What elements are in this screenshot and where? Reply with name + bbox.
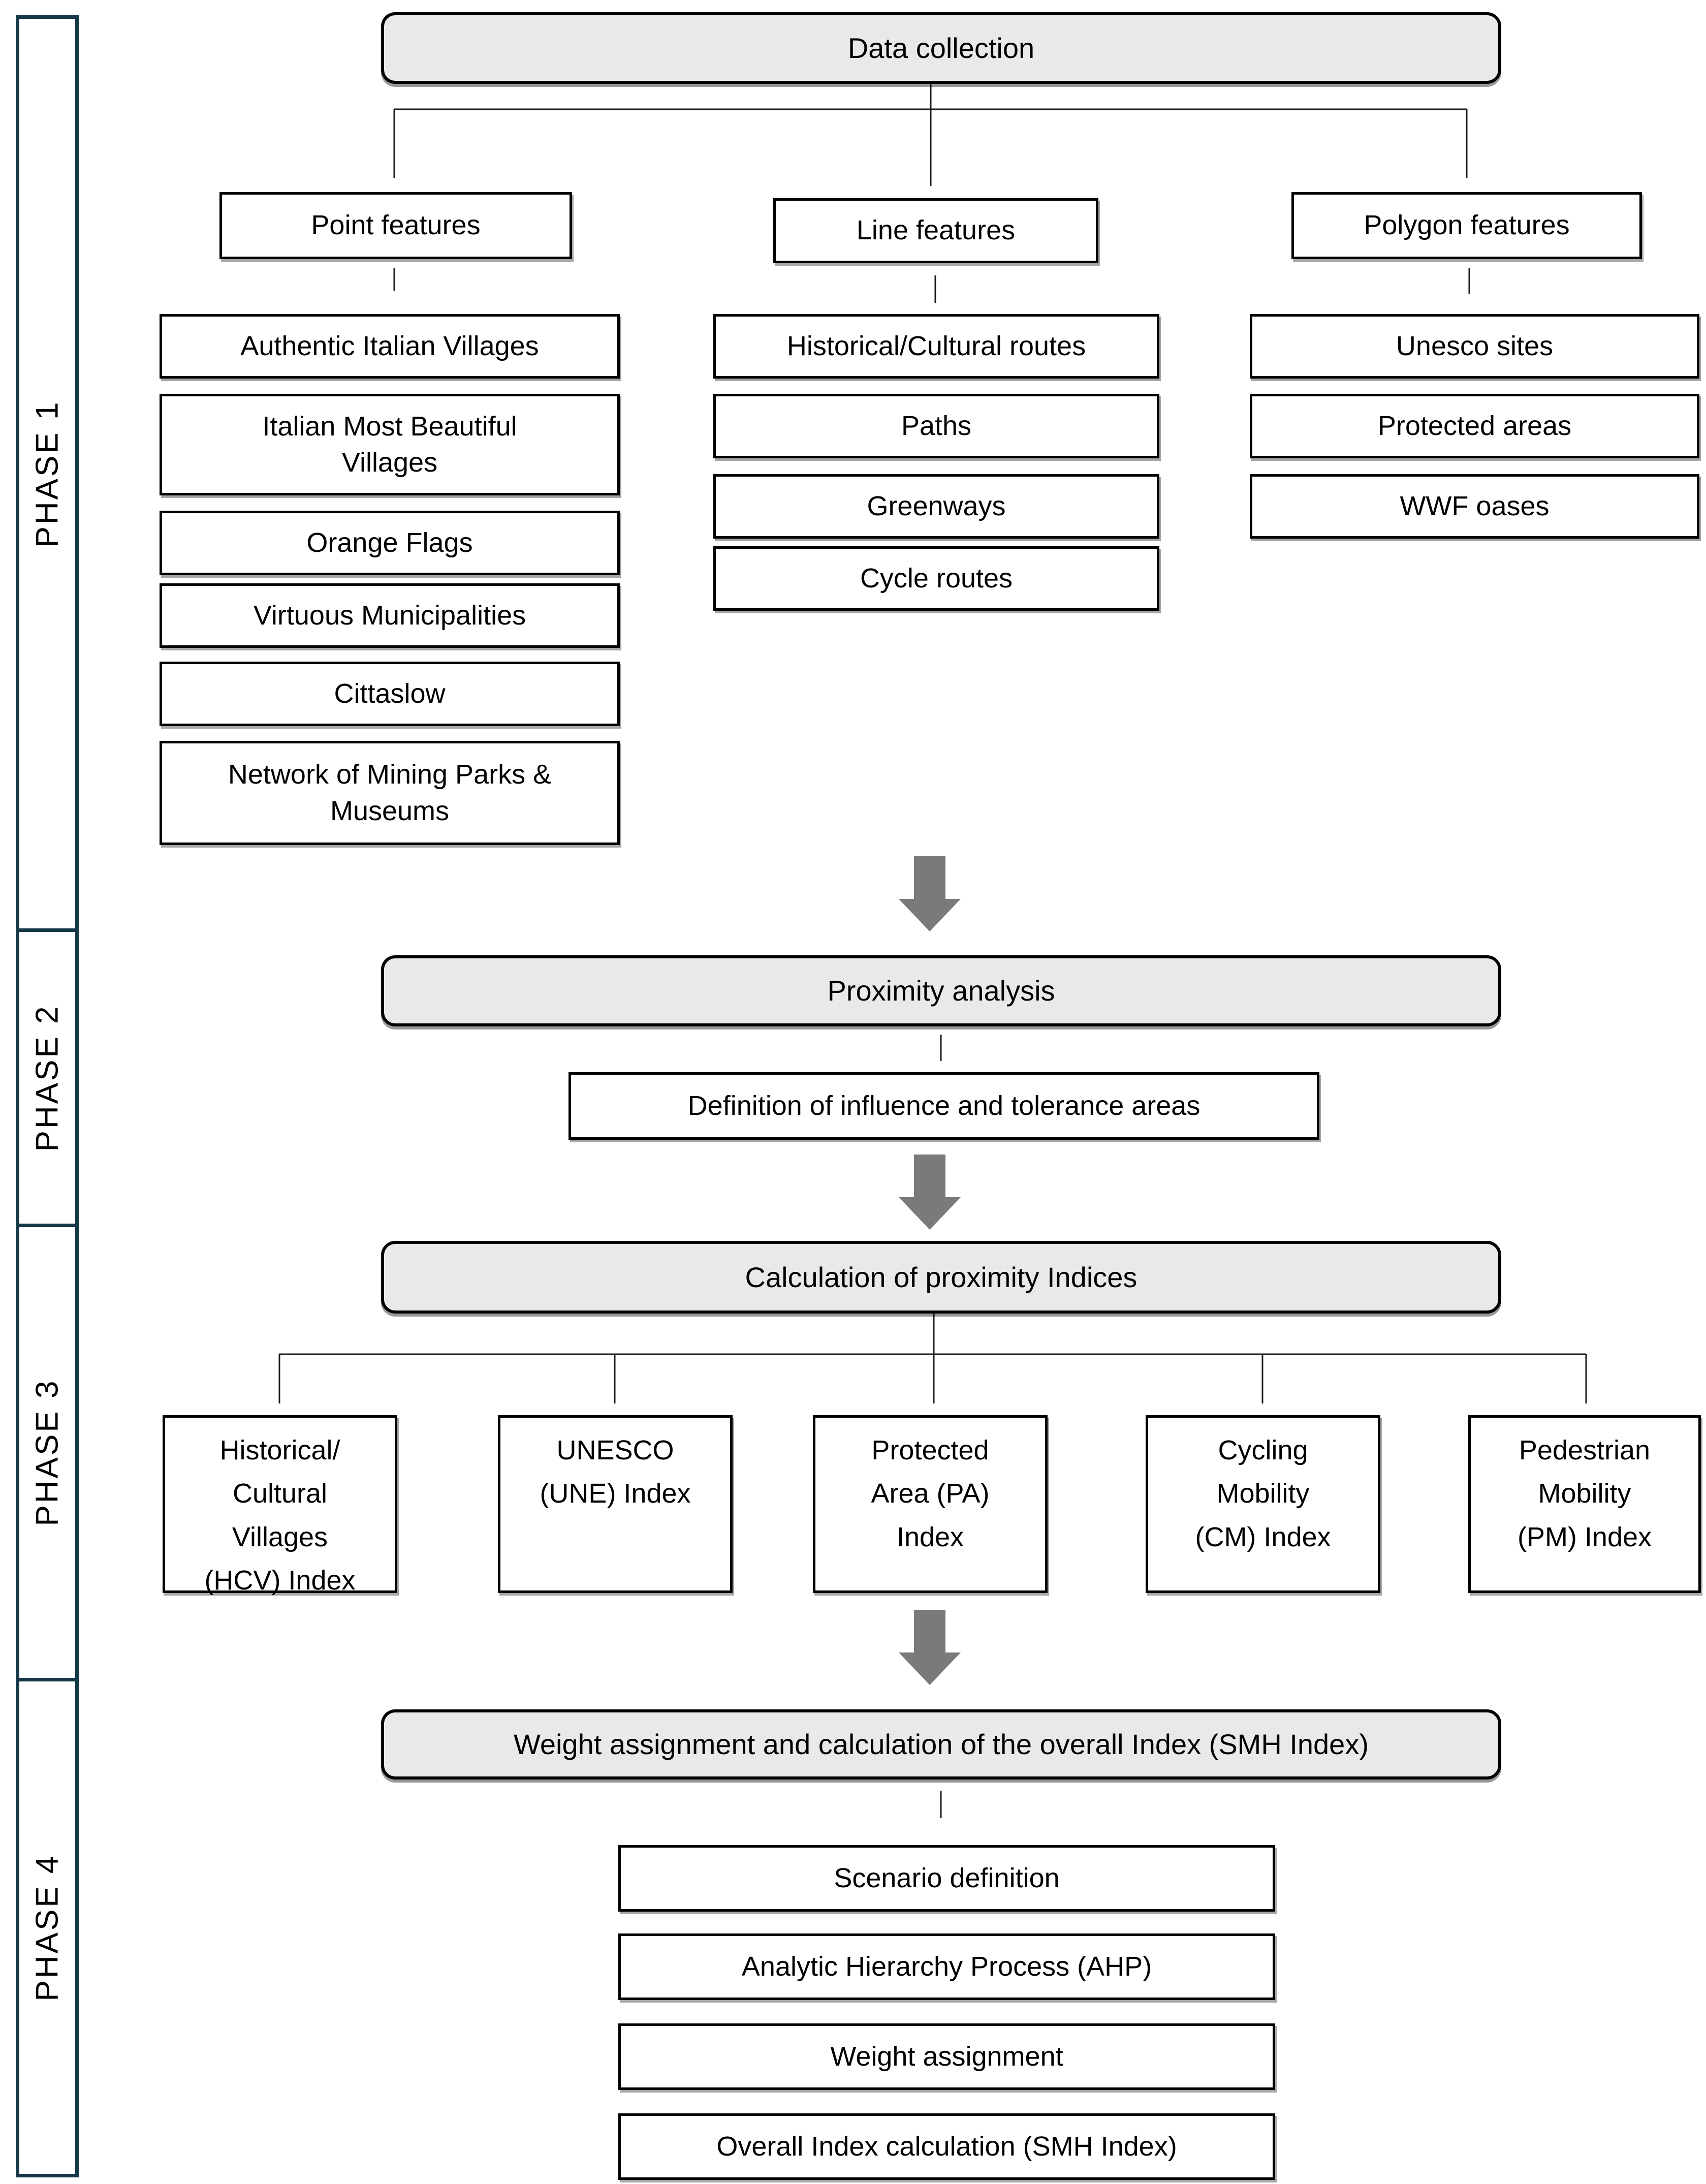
down-arrow-phase2 — [899, 856, 961, 931]
step-overall-index-calculation: Overall Index calculation (SMH Index) — [618, 2113, 1275, 2180]
phase-3-label: PHASE 3 — [29, 1379, 65, 1526]
une-index-box: UNESCO (UNE) Index — [498, 1415, 733, 1593]
phase-4-label: PHASE 4 — [29, 1854, 65, 2002]
point-item-cittaslow: Cittaslow — [160, 662, 620, 726]
step-analytic-hierarchy-process: Analytic Hierarchy Process (AHP) — [618, 1933, 1275, 2000]
down-arrow-phase4 — [899, 1610, 961, 1685]
calculation-proximity-indices-box: Calculation of proximity Indices — [381, 1241, 1501, 1314]
data-collection-box: Data collection — [381, 12, 1501, 84]
phase-4-band: PHASE 4 — [16, 1678, 79, 2177]
polygon-item-wwf-oases: WWF oases — [1250, 474, 1699, 539]
line-item-paths: Paths — [713, 394, 1159, 458]
line-item-cycle-routes: Cycle routes — [713, 546, 1159, 611]
point-item-italian-most-beautiful-villages: Italian Most Beautiful Villages — [160, 394, 620, 495]
phase-2-label: PHASE 2 — [29, 1004, 65, 1151]
point-item-authentic-italian-villages: Authentic Italian Villages — [160, 314, 620, 379]
point-item-orange-flags: Orange Flags — [160, 511, 620, 575]
definition-influence-tolerance-box: Definition of influence and tolerance ar… — [568, 1072, 1319, 1140]
pa-index-box: Protected Area (PA) Index — [813, 1415, 1048, 1593]
phase-1-band: PHASE 1 — [16, 15, 79, 932]
polygon-item-unesco-sites: Unesco sites — [1250, 314, 1699, 379]
step-scenario-definition: Scenario definition — [618, 1845, 1275, 1912]
polygon-features-header: Polygon features — [1291, 192, 1642, 259]
cm-index-box: Cycling Mobility (CM) Index — [1146, 1415, 1380, 1593]
line-item-greenways: Greenways — [713, 474, 1159, 539]
line-item-historical-cultural-routes: Historical/Cultural routes — [713, 314, 1159, 379]
proximity-analysis-box: Proximity analysis — [381, 955, 1501, 1026]
phase-3-band: PHASE 3 — [16, 1224, 79, 1681]
phase-2-band: PHASE 2 — [16, 928, 79, 1227]
point-features-header: Point features — [219, 192, 572, 259]
phase-1-label: PHASE 1 — [29, 400, 65, 547]
weight-assignment-smh-box: Weight assignment and calculation of the… — [381, 1709, 1501, 1780]
line-features-header: Line features — [773, 198, 1098, 263]
down-arrow-phase3 — [899, 1155, 961, 1230]
point-item-network-mining-parks-museums: Network of Mining Parks & Museums — [160, 741, 620, 845]
hcv-index-box: Historical/ Cultural Villages (HCV) Inde… — [163, 1415, 397, 1596]
polygon-item-protected-areas: Protected areas — [1250, 394, 1699, 458]
point-item-virtuous-municipalities: Virtuous Municipalities — [160, 583, 620, 648]
pm-index-box: Pedestrian Mobility (PM) Index — [1468, 1415, 1701, 1593]
step-weight-assignment: Weight assignment — [618, 2023, 1275, 2090]
